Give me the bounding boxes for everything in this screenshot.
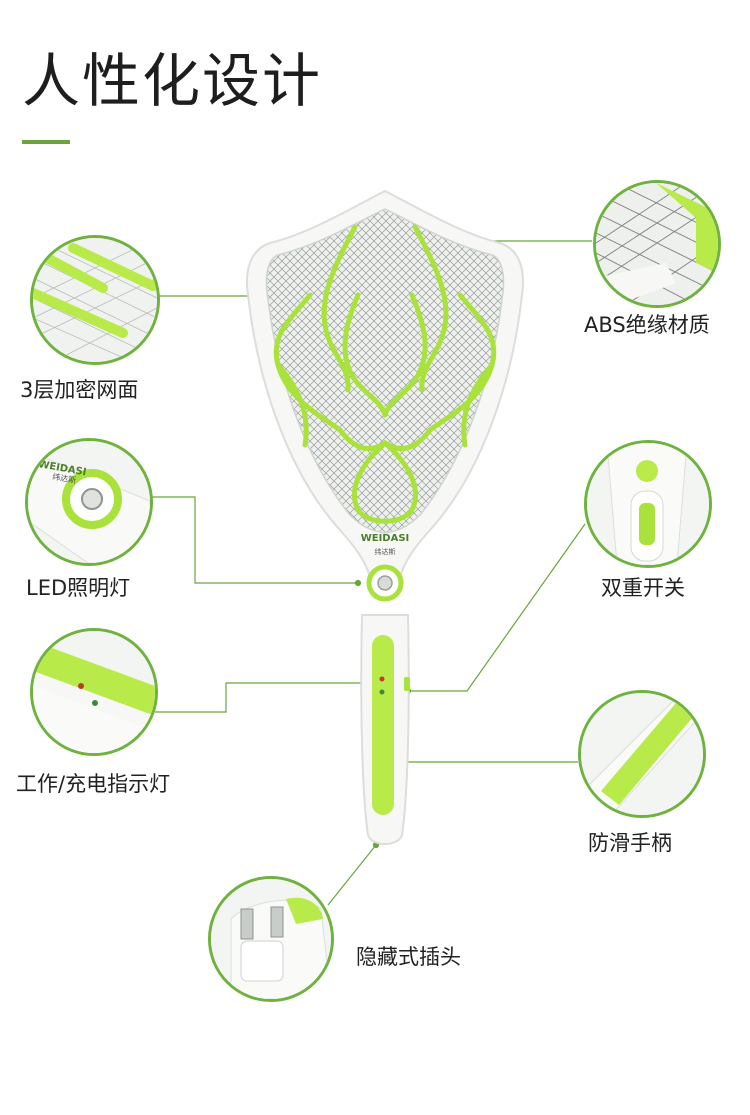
mesh-green-pattern [273, 224, 497, 524]
detail-circle-led: WEIDASI 纬达斯 [25, 438, 153, 566]
label-led: LED照明灯 [26, 576, 131, 600]
grip-green-strip [372, 635, 394, 815]
label-plug: 隐藏式插头 [356, 945, 461, 969]
indicator-led-green [379, 689, 385, 695]
detail-circle-mesh [30, 235, 160, 365]
detail-circle-switch [584, 440, 712, 568]
label-switch: 双重开关 [601, 576, 685, 600]
side-switch [404, 677, 410, 691]
racket-mesh [265, 208, 505, 534]
callout-line-led [152, 496, 358, 584]
racket-brand-logo: WEIDASI [361, 533, 410, 544]
label-grip: 防滑手柄 [588, 831, 672, 855]
callout-line-switch [408, 523, 586, 692]
detail-circle-indicator [30, 628, 158, 756]
racket-illustration: WEIDASI 纬达斯 [246, 189, 524, 845]
racket-brand-cn: 纬达斯 [375, 547, 396, 556]
callout-dot-led [354, 579, 362, 587]
indicator-led-red [379, 676, 385, 682]
label-mesh: 3层加密网面 [20, 378, 139, 402]
title-underline [22, 140, 70, 144]
label-abs: ABS绝缘材质 [584, 313, 710, 337]
callout-line-indicator [155, 682, 365, 713]
callout-line-plug [327, 844, 377, 906]
detail-circle-plug [208, 876, 334, 1002]
page-title: 人性化设计 [22, 47, 323, 115]
detail-circle-grip [578, 690, 706, 818]
label-indicator: 工作/充电指示灯 [16, 772, 171, 796]
detail-circle-abs [593, 180, 721, 308]
led-circle-brand-cn: 纬达斯 [52, 471, 77, 485]
